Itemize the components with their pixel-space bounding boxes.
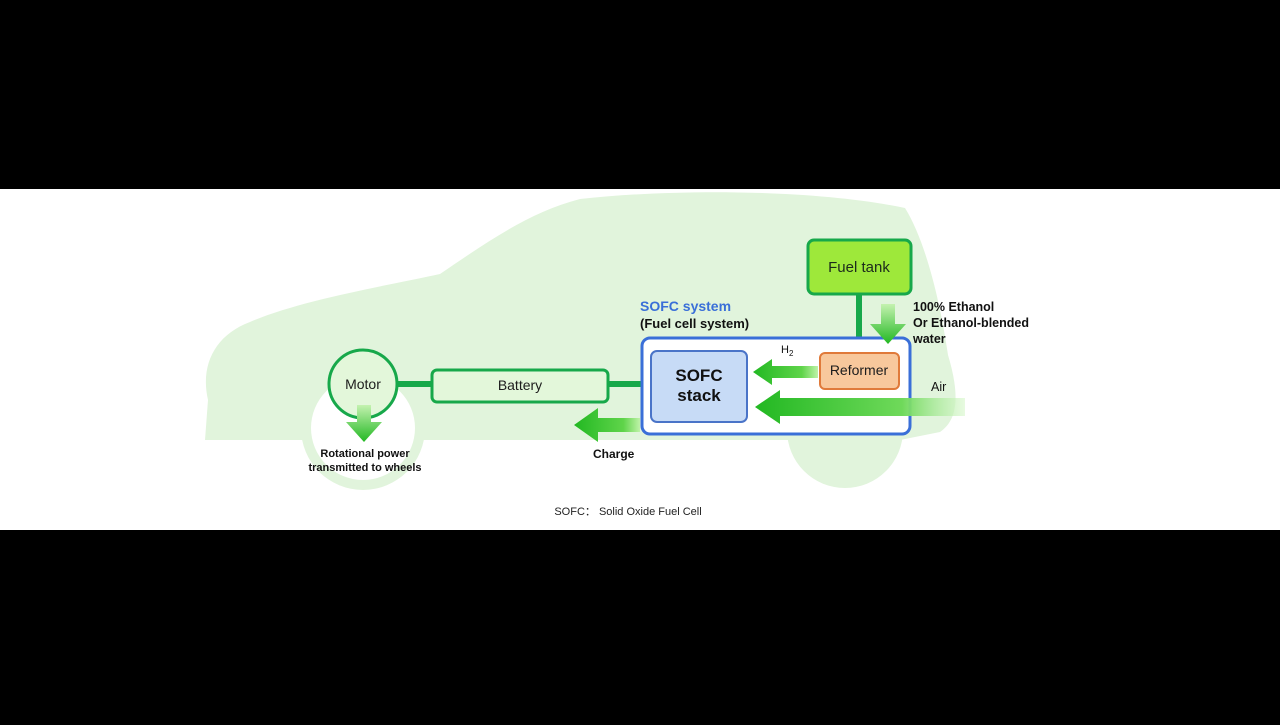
sofc-system-title: SOFC system	[640, 298, 731, 314]
motor-battery-connector	[396, 381, 434, 387]
fuel-label-line3: water	[912, 332, 946, 346]
fuel-tank-label: Fuel tank	[828, 259, 890, 276]
h2-label-sub: 2	[789, 349, 794, 358]
battery-system-connector	[607, 381, 643, 387]
h2-label-base: H	[781, 344, 789, 356]
fuel-label-line1: 100% Ethanol	[913, 300, 994, 314]
air-label: Air	[931, 380, 946, 394]
motor-down-arrow	[346, 405, 382, 442]
air-arrow	[755, 390, 965, 424]
charge-label: Charge	[593, 447, 635, 461]
wheel-label-line2: transmitted to wheels	[308, 462, 421, 474]
battery-node	[430, 368, 610, 404]
sofc-stack-label-line2: stack	[677, 386, 721, 405]
fuel-label-line2: Or Ethanol-blended	[913, 316, 1029, 330]
h2-label: H2	[781, 344, 794, 358]
footnote: SOFC： Solid Oxide Fuel Cell	[554, 506, 701, 518]
charge-arrow	[574, 408, 640, 442]
fuel-line	[856, 294, 862, 354]
reformer-node	[819, 352, 900, 390]
h2-arrow	[753, 359, 818, 385]
fuel-down-arrow	[870, 304, 906, 344]
battery-label: Battery	[498, 377, 542, 393]
sofc-stack-label-line1: SOFC	[675, 366, 722, 385]
reformer-label: Reformer	[830, 362, 889, 378]
sofc-stack-node	[650, 350, 748, 423]
fuel-tank-node	[806, 238, 913, 296]
motor-label: Motor	[345, 376, 381, 392]
wheel-label-line1: Rotational power	[320, 448, 410, 460]
sofc-system-subtitle: (Fuel cell system)	[640, 316, 749, 331]
